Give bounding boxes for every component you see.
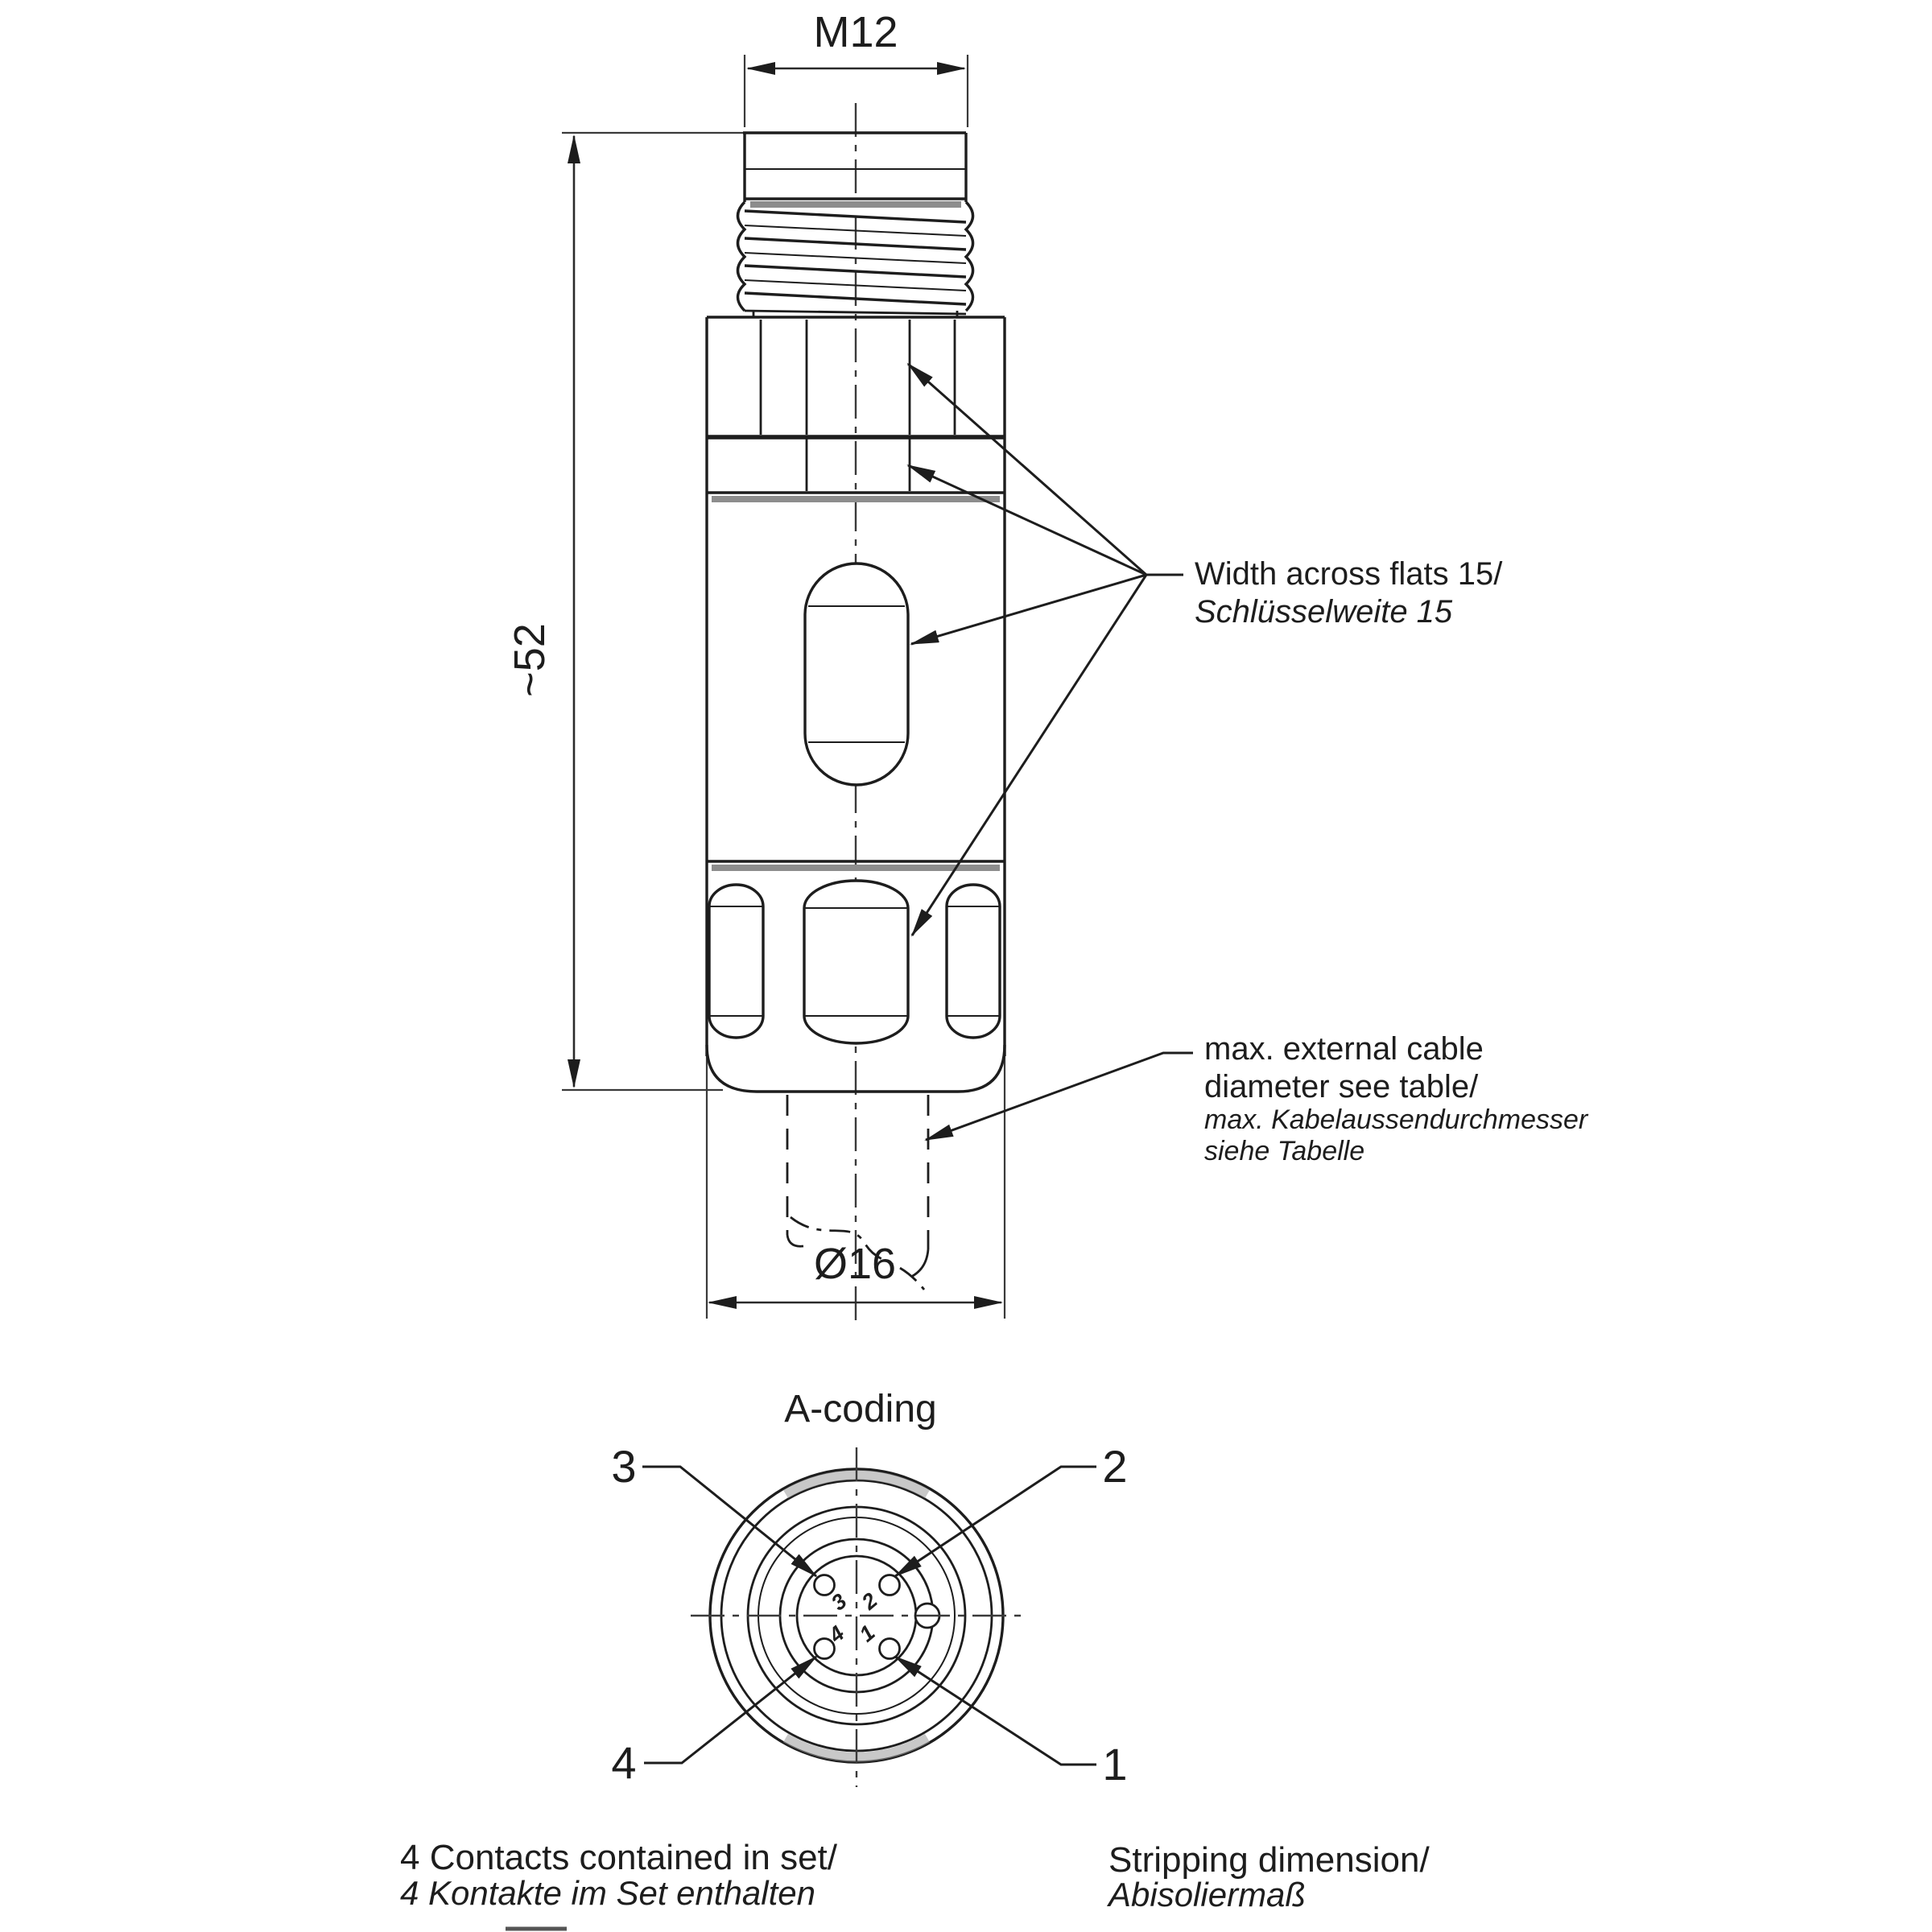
hex-section bbox=[705, 316, 1006, 440]
thread-section bbox=[736, 131, 975, 317]
cable-break bbox=[786, 1095, 930, 1290]
footer-captions: 4 Contacts contained in set/ 4 Kontakte … bbox=[400, 1838, 1430, 1931]
pin-label-4: 4 bbox=[611, 1737, 636, 1788]
thread-bottom-edge bbox=[744, 309, 967, 316]
knurl-groove-middle bbox=[803, 879, 910, 1045]
cable-hook-left bbox=[786, 1234, 804, 1248]
leader-to-hex bbox=[906, 362, 1147, 576]
knurl-groove-left bbox=[708, 883, 765, 1039]
cable-note-de-1: max. Kabelaussendurchmesser bbox=[1204, 1104, 1589, 1135]
cable-note-en-1: max. external cable bbox=[1204, 1031, 1484, 1067]
dimension-m12: M12 bbox=[743, 8, 969, 127]
thread-dimension-label: M12 bbox=[813, 8, 898, 56]
leader-pin-3 bbox=[642, 1465, 818, 1578]
ring-section bbox=[705, 437, 1006, 502]
face-view-title: A-coding bbox=[784, 1388, 936, 1430]
wrench-flat-cutout bbox=[803, 562, 910, 786]
pin-1-hole bbox=[878, 1637, 901, 1660]
thread-crests-left bbox=[736, 200, 747, 312]
pin-label-3: 3 bbox=[611, 1441, 636, 1492]
body-side-extension-lines bbox=[705, 1056, 1006, 1319]
knurl-groove-right bbox=[945, 883, 1001, 1039]
dimension-length-52: ~52 bbox=[506, 131, 743, 1092]
pin-3-hole bbox=[813, 1574, 836, 1596]
pin-2-hole bbox=[878, 1574, 901, 1596]
hex-sides bbox=[705, 317, 1006, 437]
caption-stripping-de: Abisoliermaß bbox=[1106, 1876, 1306, 1913]
caption-contacts-de: 4 Kontakte im Set enthalten bbox=[400, 1874, 815, 1912]
pin-inner-label-1: 1 bbox=[855, 1620, 880, 1647]
knurl-groove-right-edges bbox=[947, 906, 1000, 1017]
side-view: M12 ~52 bbox=[506, 8, 1589, 1327]
pin-label-1: 1 bbox=[1102, 1739, 1127, 1790]
flats-note-en: Width across flats 15/ bbox=[1195, 556, 1503, 592]
thread-helix-lines-thin bbox=[744, 225, 967, 291]
pin-label-2: 2 bbox=[1102, 1441, 1127, 1492]
pin-inner-label-2: 2 bbox=[857, 1588, 882, 1615]
leader-to-wrench-flat bbox=[910, 573, 1147, 646]
flats-note-de: Schlüsselweite 15 bbox=[1195, 594, 1453, 630]
cable-note-de-2: siehe Tabelle bbox=[1204, 1136, 1364, 1166]
thread-helix-lines bbox=[744, 209, 967, 306]
cable-break-line bbox=[790, 1216, 926, 1290]
gland-bottom-edge bbox=[705, 1044, 1006, 1093]
leader-pin-1 bbox=[894, 1655, 1096, 1766]
diameter-dimension-label: Ø16 bbox=[814, 1240, 896, 1288]
cable-note-en-2: diameter see table/ bbox=[1204, 1069, 1479, 1104]
leader-to-knurl bbox=[910, 574, 1148, 937]
caption-stripping-en: Stripping dimension/ bbox=[1108, 1840, 1430, 1880]
body-sides bbox=[705, 493, 1006, 1056]
leader-pin-4 bbox=[644, 1655, 818, 1765]
knurl-section bbox=[705, 879, 1006, 1093]
leader-to-ring bbox=[906, 464, 1147, 576]
ring-sides bbox=[705, 437, 1006, 493]
hex-facet-lines bbox=[759, 320, 956, 435]
knurl-groove-middle-edges bbox=[804, 907, 908, 1017]
cable-hook-right bbox=[910, 1249, 930, 1278]
ring-facet-lines bbox=[805, 439, 911, 491]
thread-crests-right bbox=[964, 200, 975, 312]
length-dimension-label: ~52 bbox=[506, 623, 554, 697]
pin-4-hole bbox=[813, 1637, 836, 1660]
wrench-flat-cutout-edges bbox=[808, 605, 905, 743]
flats-annotation: Width across flats 15/ Schlüsselweite 15 bbox=[906, 362, 1503, 937]
dimension-diameter-16: Ø16 bbox=[708, 1240, 1003, 1309]
thread-land-sides bbox=[743, 133, 968, 202]
cable-annotation: max. external cable diameter see table/ … bbox=[924, 1031, 1589, 1166]
knurl-groove-left-edges bbox=[709, 906, 763, 1017]
body-section bbox=[705, 493, 1006, 1319]
leader-to-cable bbox=[924, 1051, 1193, 1141]
pin-inner-label-4: 4 bbox=[824, 1621, 849, 1648]
face-view: A-coding 3 2 4 1 3 2 4 1 bbox=[611, 1388, 1127, 1790]
leader-pin-2 bbox=[894, 1465, 1096, 1578]
pin-inner-label-3: 3 bbox=[827, 1589, 852, 1616]
caption-contacts-en: 4 Contacts contained in set/ bbox=[400, 1838, 838, 1877]
